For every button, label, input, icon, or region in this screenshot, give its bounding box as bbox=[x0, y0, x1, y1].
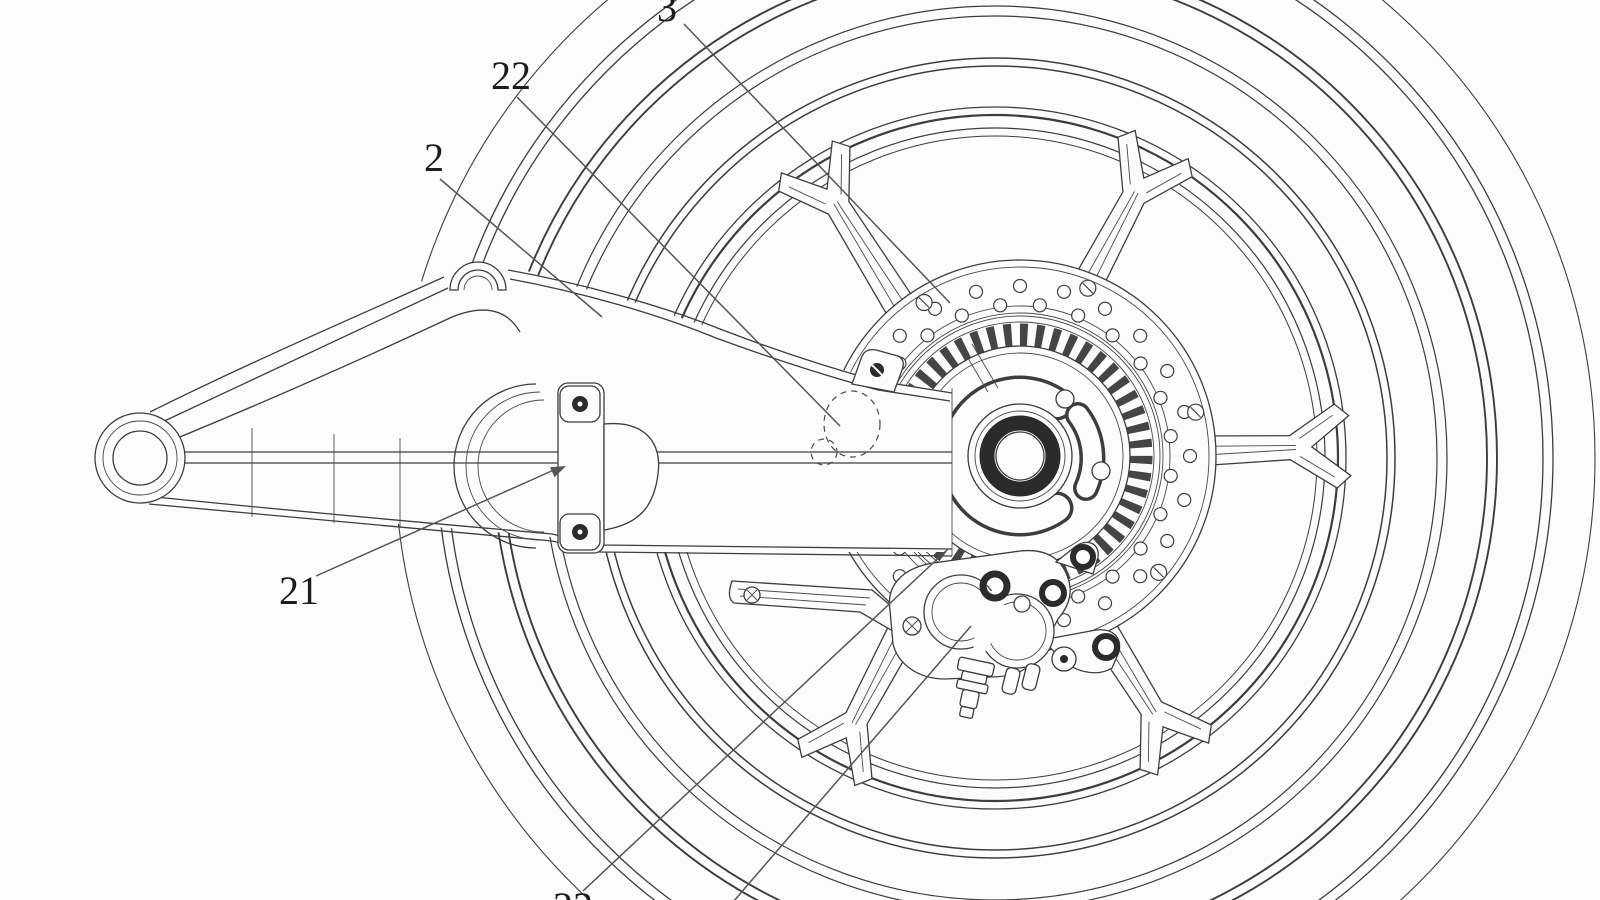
upper-tube-bottom bbox=[157, 287, 449, 425]
disc-hole bbox=[1163, 429, 1178, 444]
disc-floater-slash bbox=[1153, 566, 1165, 578]
leader-line-22 bbox=[516, 96, 841, 427]
leader-line-21 bbox=[315, 468, 557, 577]
disc-hole bbox=[1105, 569, 1120, 584]
pad-pin-cylinder bbox=[1001, 667, 1021, 695]
upper-tube-top bbox=[149, 276, 445, 413]
section-lines bbox=[251, 428, 401, 527]
disc-hole bbox=[1097, 301, 1113, 316]
axle-boss-line bbox=[974, 410, 1066, 502]
disc-hole bbox=[920, 328, 935, 343]
caliper-bolt2-icon bbox=[1039, 579, 1067, 607]
disc-floater-slash bbox=[1190, 406, 1202, 418]
disc-drilled-holes bbox=[842, 278, 1198, 634]
disc-hole bbox=[1071, 308, 1086, 323]
ref-label-21: 21 bbox=[279, 568, 319, 613]
leader-line-23 bbox=[582, 548, 949, 892]
hidden-hole-dashed bbox=[823, 390, 881, 458]
axle-nut-ring bbox=[979, 415, 1061, 497]
arm-top-edge bbox=[507, 269, 953, 394]
disc-hole bbox=[1133, 541, 1148, 556]
disc-hole bbox=[993, 298, 1008, 313]
pivot-eye bbox=[94, 412, 186, 504]
hub-bolt-hole2 bbox=[1091, 461, 1111, 481]
caliper-bolt3-icon bbox=[1070, 544, 1096, 570]
caliper-bolt6-icon bbox=[1013, 595, 1031, 613]
caliper-bolt-icon bbox=[979, 570, 1011, 602]
pivot-bell-cover bbox=[453, 383, 545, 549]
disc-hole bbox=[1133, 356, 1148, 371]
leader-line-2 bbox=[439, 178, 603, 318]
disc-floater-slash bbox=[1082, 282, 1094, 294]
shock-mount-curl bbox=[449, 261, 507, 291]
disc-hole bbox=[1177, 492, 1192, 508]
disc-hole bbox=[1182, 448, 1198, 464]
leader-line-3 bbox=[683, 23, 951, 304]
disc-hole bbox=[1133, 328, 1148, 343]
hub-kidney-slot2 bbox=[1068, 405, 1102, 498]
hidden-hole-dashed2 bbox=[810, 438, 838, 466]
disc-hole bbox=[968, 284, 984, 299]
disc-hole bbox=[1012, 278, 1028, 294]
disc-hole bbox=[1071, 589, 1086, 604]
disc-hole bbox=[1163, 468, 1178, 483]
leader-line-bottom bbox=[733, 625, 972, 900]
pad-pin-cylinder2 bbox=[1021, 663, 1041, 691]
arm-bottom-edge bbox=[145, 495, 953, 550]
ref-label-22: 22 bbox=[491, 53, 531, 98]
brake-caliper bbox=[888, 541, 1121, 719]
disc-hole bbox=[1153, 390, 1168, 405]
ref-label-23: 23 bbox=[553, 884, 593, 900]
disc-hole bbox=[1153, 507, 1168, 522]
disc-hole bbox=[1160, 533, 1175, 549]
disc-hole bbox=[1160, 363, 1175, 379]
disc-floater-slash bbox=[918, 297, 930, 308]
disc-hole bbox=[892, 328, 907, 343]
ref-label-2: 2 bbox=[424, 135, 444, 180]
ref-label-3: 3 bbox=[657, 0, 677, 30]
disc-hole bbox=[1032, 298, 1047, 313]
disc-hole bbox=[1097, 596, 1113, 611]
disc-hole bbox=[1133, 569, 1148, 584]
caliper-peanut-window bbox=[923, 574, 1055, 669]
disc-hole bbox=[1105, 328, 1120, 343]
arm-top-edge-inner bbox=[509, 278, 951, 402]
upper-tube-inner-chord bbox=[169, 309, 521, 442]
disc-hole bbox=[1056, 284, 1072, 299]
disc-hole bbox=[954, 308, 969, 323]
swingarm-body-fill bbox=[140, 262, 952, 552]
caliper-bolt4-icon bbox=[1092, 633, 1120, 661]
reference-annotations: 3 22 2 21 23 bbox=[279, 0, 972, 900]
hub-bolt-hole bbox=[1055, 389, 1075, 409]
hub-assembly bbox=[879, 315, 1161, 597]
bleed-valve bbox=[955, 656, 995, 719]
leader-arrowhead-21 bbox=[550, 466, 566, 478]
hub-kidney-slot bbox=[942, 379, 1070, 533]
abs-sensor-pin bbox=[961, 343, 999, 393]
top-clevis bbox=[851, 348, 904, 393]
axle-bore bbox=[995, 431, 1045, 481]
